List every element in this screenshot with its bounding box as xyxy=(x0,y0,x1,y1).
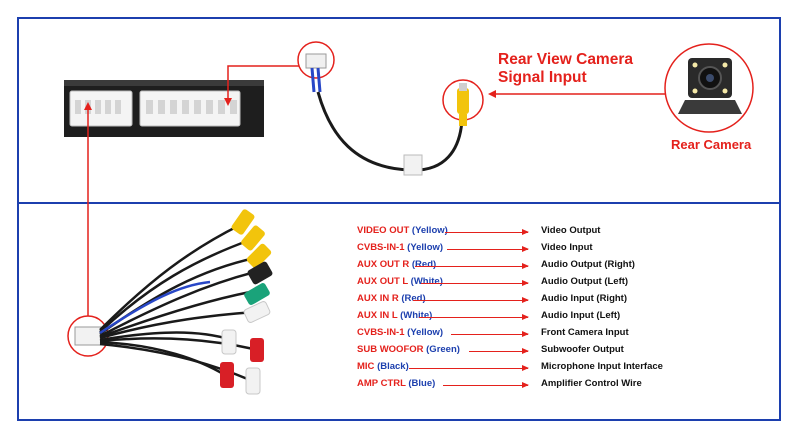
connection-arrow xyxy=(419,314,529,320)
connection-wire-color: (White) xyxy=(410,276,443,287)
rear-camera-label: Rear Camera xyxy=(671,137,752,152)
diagram-frame xyxy=(17,17,781,421)
connection-wire-color: (Yellow) xyxy=(407,242,444,253)
section-divider xyxy=(17,202,781,204)
connection-arrow xyxy=(413,297,529,303)
connection-signal: CVBS-IN-1 xyxy=(357,327,405,338)
connection-name: SUB WOOFOR (Green) xyxy=(357,344,460,355)
connection-wire-color: (Red) xyxy=(401,293,426,304)
connection-arrow xyxy=(469,348,529,354)
connection-wire-color: (Yellow) xyxy=(407,327,444,338)
connection-name: CVBS-IN-1 (Yellow) xyxy=(357,242,443,253)
connection-wire-color: (Yellow) xyxy=(411,225,448,236)
connection-description: Front Camera Input xyxy=(541,327,629,338)
connection-wire-color: (Green) xyxy=(426,344,460,355)
connection-signal: VIDEO OUT xyxy=(357,225,410,236)
signal-label-line1: Rear View Camera xyxy=(498,51,633,68)
connection-arrow xyxy=(443,382,529,388)
harness-wires xyxy=(99,223,259,382)
connection-signal: CVBS-IN-1 xyxy=(357,242,405,253)
connection-arrow xyxy=(445,229,529,235)
connection-row: VIDEO OUT (Yellow) Video Output xyxy=(357,223,687,240)
signal-input-label: Rear View Camera Signal Input xyxy=(498,51,633,87)
camera-harness-connector xyxy=(297,41,335,93)
connection-signal: MIC xyxy=(357,361,375,372)
connection-row: CVBS-IN-1 (Yellow) Front Camera Input xyxy=(357,325,687,342)
connection-name: AUX IN R (Red) xyxy=(357,293,426,304)
main-harness-connector xyxy=(67,315,109,357)
connection-arrow xyxy=(415,263,529,269)
connection-row: AUX OUT R (Red) Audio Output (Right) xyxy=(357,257,687,274)
yellow-rca-plug xyxy=(442,79,484,126)
head-unit-panel xyxy=(64,80,264,137)
connection-description: Amplifier Control Wire xyxy=(541,378,642,389)
connection-arrow xyxy=(447,246,529,252)
connection-name: CVBS-IN-1 (Yellow) xyxy=(357,327,443,338)
connection-name: AMP CTRL (Blue) xyxy=(357,378,435,389)
connection-name: MIC (Black) xyxy=(357,361,409,372)
connection-row: AUX IN L (White) Audio Input (Left) xyxy=(357,308,687,325)
rear-camera xyxy=(664,43,754,133)
connection-name: AUX OUT L (White) xyxy=(357,276,443,287)
connection-row: CVBS-IN-1 (Yellow) Video Input xyxy=(357,240,687,257)
connection-description: Microphone Input Interface xyxy=(541,361,663,372)
connection-row: SUB WOOFOR (Green) Subwoofer Output xyxy=(357,342,687,359)
connection-arrow xyxy=(451,331,529,337)
connection-wire-color: (Blue) xyxy=(408,378,436,389)
connection-signal: AMP CTRL xyxy=(357,378,406,389)
connection-signal: AUX OUT R xyxy=(357,259,410,270)
connection-description: Audio Output (Right) xyxy=(541,259,635,270)
connection-wire-color: (White) xyxy=(400,310,433,321)
connection-signal: AUX IN R xyxy=(357,293,399,304)
connection-description: Audio Input (Left) xyxy=(541,310,621,321)
connection-wire-color: (Black) xyxy=(377,361,409,372)
connection-description: Audio Input (Right) xyxy=(541,293,627,304)
connection-signal: AUX IN L xyxy=(357,310,398,321)
connection-description: Video Output xyxy=(541,225,601,236)
rca-plug-cluster xyxy=(220,209,273,395)
connection-wire-color: (Red) xyxy=(411,259,437,270)
connection-signal: AUX OUT L xyxy=(357,276,409,287)
signal-label-line2: Signal Input xyxy=(498,69,587,86)
connection-signal: SUB WOOFOR xyxy=(357,344,424,355)
connection-row: AUX IN R (Red) Audio Input (Right) xyxy=(357,291,687,308)
connection-name: VIDEO OUT (Yellow) xyxy=(357,225,448,236)
connection-description: Audio Output (Left) xyxy=(541,276,629,287)
connection-row: AMP CTRL (Blue) Amplifier Control Wire xyxy=(357,376,687,393)
connection-row: AUX OUT L (White) Audio Output (Left) xyxy=(357,274,687,291)
connection-description: Video Input xyxy=(541,242,593,253)
connection-arrow xyxy=(409,365,529,371)
connection-name: AUX OUT R (Red) xyxy=(357,259,436,270)
connection-description: Subwoofer Output xyxy=(541,344,624,355)
connection-arrow xyxy=(421,280,529,286)
connection-name: AUX IN L (White) xyxy=(357,310,432,321)
connection-row: MIC (Black) Microphone Input Interface xyxy=(357,359,687,376)
